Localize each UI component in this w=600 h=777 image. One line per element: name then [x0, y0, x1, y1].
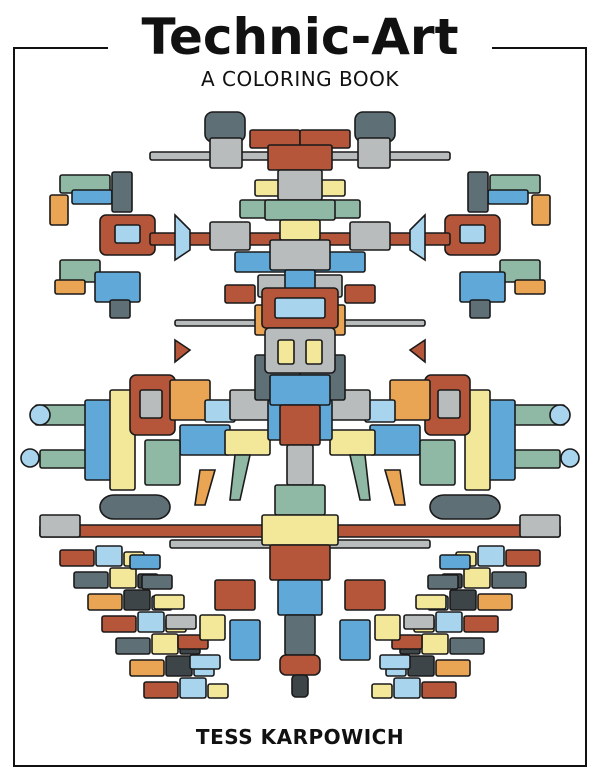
book-author: TESS KARPOWICH — [195, 725, 405, 749]
mechanical-illustration — [20, 111, 580, 699]
book-title: Technic-Art — [0, 8, 600, 66]
illustration-left-half — [20, 111, 301, 699]
illustration-right-half — [299, 111, 580, 699]
book-subtitle: A COLORING BOOK — [201, 67, 399, 91]
illustration-center-column — [261, 144, 339, 698]
